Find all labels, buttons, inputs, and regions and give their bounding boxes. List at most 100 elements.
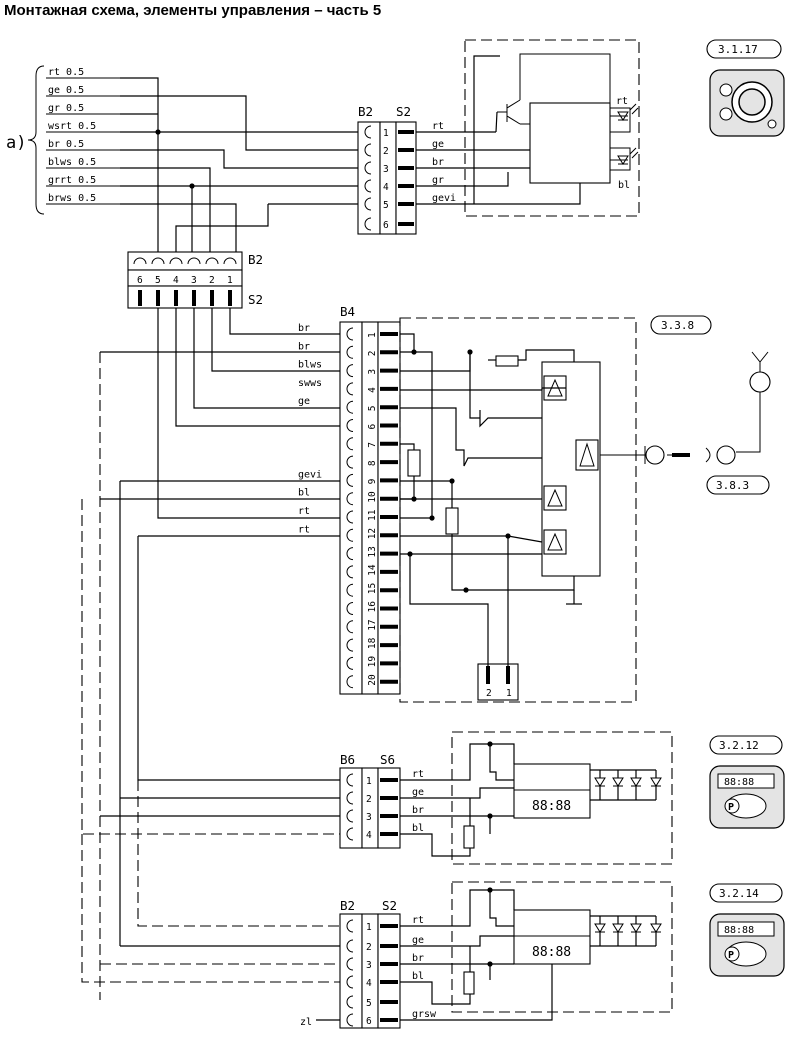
ref-3-2-14: 3.2.14 [719,887,759,900]
socket-icon [346,345,354,359]
wire [229,308,340,335]
wire [400,535,509,666]
socket-icon [346,437,354,451]
harness-dashed-wire [81,834,340,983]
socket-icon [346,547,354,561]
wire [479,410,542,428]
module-wire-label: bl [412,823,424,834]
ref-3-2-12: 3.2.12 [719,739,759,752]
module-wire-label: ge [412,787,424,798]
socket-icon [364,179,372,193]
pin-number: 3 [367,369,378,375]
socket-icon [346,656,354,670]
wire [193,308,340,409]
pin-number: 2 [366,794,372,805]
socket-icon [364,125,372,139]
pin-number: 5 [155,275,161,286]
pin-number: 2 [383,146,389,157]
bundle-wire-label: br 0.5 [48,139,84,150]
socket-icon [346,419,354,432]
ref-tags: 3.1.17 3.3.8 3.8.3 3.2.12 3.2.14 [650,39,783,903]
wire [175,204,269,252]
pin-number: 6 [366,1016,372,1027]
socket-icon [346,675,354,689]
display-2-digits: 88:88 [532,945,571,960]
module-wire-label: br [412,953,424,964]
socket-icon [346,1013,354,1027]
socket-icon [346,919,354,933]
bot-b-label: B2 [340,898,355,913]
socket-icon [187,257,201,265]
led-icon [650,777,662,787]
harness-wire-label: swws [298,378,322,389]
junction-dot [155,129,161,135]
socket-icon [346,364,354,378]
panel-2-p-button: P [728,950,734,961]
bundle-wire-label: brws 0.5 [48,193,96,204]
wire [400,443,415,450]
wire [496,172,509,187]
socket-icon [364,143,372,157]
wire [120,167,211,252]
socket-icon [346,809,354,823]
wire [400,333,415,353]
pin-number: 6 [137,275,143,286]
panel-1-p-button: P [728,802,734,813]
bundle-wire-label: gr 0.5 [48,103,84,114]
socket-icon [364,217,372,231]
pin-number: 3 [366,812,372,823]
plug-connector-icon [600,445,736,465]
top-s-label: S2 [396,104,411,119]
module-wire-label: br [412,805,424,816]
junction-dot [429,515,435,521]
socket-icon [346,327,354,341]
pin-number: 3 [366,960,372,971]
socket-icon [205,257,219,265]
led-icon [612,777,624,787]
wire [473,55,500,204]
ref-3-8-3: 3.8.3 [716,479,749,492]
bundle-wire-label: ge 0.5 [48,85,84,96]
module-wire-label: rt [432,121,444,132]
socket-icon [133,257,147,265]
wire [120,149,358,169]
pin-number: 15 [367,583,378,594]
b6-label: B6 [340,752,355,767]
harness-wire-label: gevi [298,469,322,480]
socket-icon [346,510,354,524]
socket-icon [364,197,372,211]
socket-icon [346,957,354,971]
wire [507,535,543,543]
socket-icon [346,791,354,805]
pin-number: 14 [367,564,378,576]
wire [120,95,358,151]
junction-dot [449,478,455,484]
module-wire-label: ge [412,935,424,946]
socket-icon [346,995,354,1009]
pin-number: 1 [227,275,233,286]
socket-icon [346,565,354,579]
wire [496,183,581,205]
bot-s-label: S2 [382,898,397,913]
socket-icon [364,161,372,175]
bundle-wire-label: rt 0.5 [48,67,84,78]
pin-number: 1 [383,128,389,139]
pin-number: 1 [366,922,372,933]
socket-icon [346,473,354,487]
module-wire-label: bl [412,971,424,982]
pin-number: 5 [383,200,389,211]
pin-number: 18 [367,637,378,649]
pin-number: 2 [366,942,372,953]
pin-number: 8 [367,460,378,466]
socket-icon [223,257,237,265]
wire [211,308,340,372]
led-icon [594,923,606,933]
pin-number: 6 [367,424,378,430]
wire [120,77,159,252]
wire [400,833,471,857]
wire [400,889,515,927]
